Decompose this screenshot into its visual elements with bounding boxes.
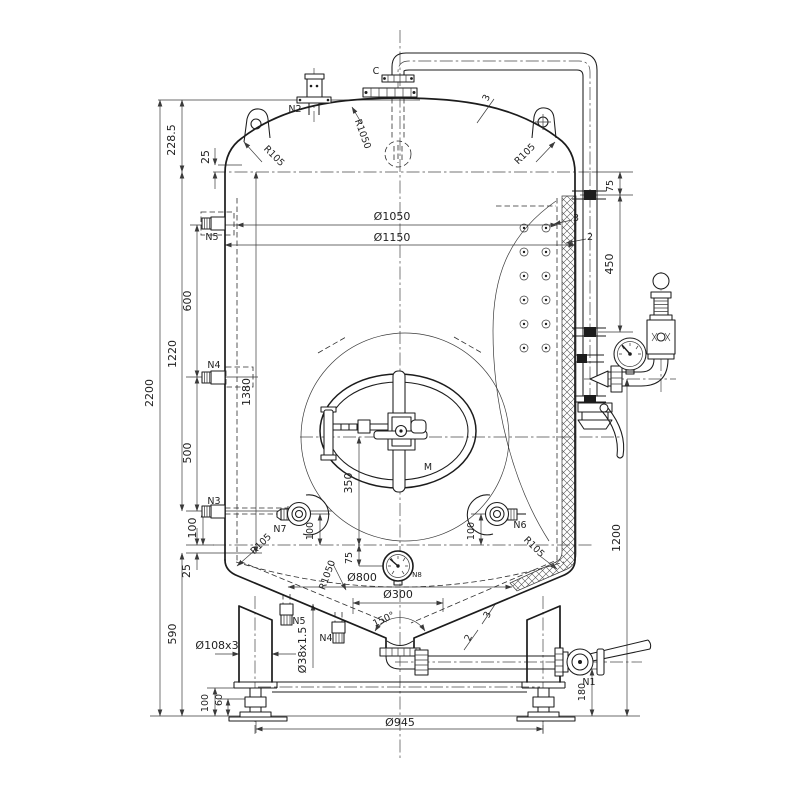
butterfly-valve-right xyxy=(574,395,625,459)
dia-108-label: Ø108x3 xyxy=(195,639,238,652)
thickness-2-jacket-label: 2 xyxy=(587,232,593,243)
nozzle-n4-shell xyxy=(201,370,226,385)
nozzle-n5-cone xyxy=(279,603,294,626)
dia-1150-label: Ø1150 xyxy=(374,231,411,244)
nozzle-n7-label: N7 xyxy=(273,524,286,535)
text-layer: 2200 228.5 25 1220 600 500 100 1380 25 5… xyxy=(143,66,623,729)
nozzle-n4-cone xyxy=(331,621,346,644)
nozzle-n4-shell-label: N4 xyxy=(207,360,220,371)
dia-800-label: Ø800 xyxy=(347,571,377,584)
tank-body xyxy=(224,97,576,653)
cip-pipe-assembly xyxy=(362,52,598,396)
nozzle-n4-cone-label: N4 xyxy=(319,633,332,644)
thickness-2-cone-label: 2 xyxy=(462,633,475,643)
dia-1050-label: Ø1050 xyxy=(374,210,411,223)
lifting-lug-right xyxy=(531,107,557,139)
dim-100-n6-label: 100 xyxy=(466,522,477,540)
gauge-n8 xyxy=(382,550,414,586)
angle-150-label: 150° xyxy=(371,610,396,630)
dim-1200-label: 1200 xyxy=(610,524,623,552)
jacket-connection-lower xyxy=(572,327,606,337)
safety-valve-body xyxy=(646,319,676,355)
dim-25-bottom-label: 25 xyxy=(180,564,193,578)
dim-180-label: 180 xyxy=(577,683,588,701)
outlet-clamp xyxy=(379,647,421,657)
dim-228-5-label: 228.5 xyxy=(165,124,178,156)
nozzle-n5-cone-label: N5 xyxy=(292,616,305,627)
radius-r1050-bottom-label: R1050 xyxy=(317,559,338,592)
safety-valve-spring xyxy=(653,297,669,316)
dim-100-n3-label: 100 xyxy=(186,518,199,539)
manway xyxy=(300,332,510,542)
sample-valve-n6 xyxy=(466,494,526,536)
outlet-piping xyxy=(272,647,556,693)
dim-25-top-label: 25 xyxy=(199,150,212,164)
thickness-3-jacket-label: 3 xyxy=(573,213,579,224)
dim-75-mid-label: 75 xyxy=(344,552,355,564)
manway-m-label: M xyxy=(424,462,432,473)
thickness-3-cone-label: 3 xyxy=(481,610,494,620)
pipe-clamp xyxy=(414,649,429,676)
safety-valve-knob xyxy=(652,272,670,290)
cooling-jacket-cutaway xyxy=(492,195,577,592)
dia-300-label: Ø300 xyxy=(383,588,413,601)
dimple-plate-spots xyxy=(519,223,551,353)
tank-cone-outline xyxy=(224,559,576,653)
dim-600-label: 600 xyxy=(181,291,194,312)
nozzle-n5-shell xyxy=(201,216,226,231)
leg-left xyxy=(228,605,288,722)
sample-valve-n7 xyxy=(276,494,330,536)
valve-n1-lever xyxy=(580,639,652,664)
nozzle-n8-label: N8 xyxy=(412,571,422,579)
radius-r1050-top-label: R1050 xyxy=(352,118,373,151)
dim-350-label: 350 xyxy=(342,473,355,494)
dim-60-foot-label: 60 xyxy=(214,694,225,706)
tank-shell-outline xyxy=(224,97,576,561)
nozzle-n6-label: N6 xyxy=(513,520,526,531)
dim-1380-label: 1380 xyxy=(240,378,253,406)
radius-r105-top-left-label: R105 xyxy=(261,144,286,169)
valve-lever xyxy=(600,407,625,459)
dim-75-right-label: 75 xyxy=(605,180,616,192)
safety-valve-assembly xyxy=(589,272,676,393)
hidden-layer xyxy=(200,98,565,624)
nozzle-n2-label: N2 xyxy=(288,104,301,115)
dim-100-n7-label: 100 xyxy=(305,522,316,540)
cip-c-label: C xyxy=(373,66,380,77)
leg-brace xyxy=(272,681,527,693)
dim-500-label: 500 xyxy=(181,443,194,464)
pressure-gauge xyxy=(613,337,647,375)
nozzle-n2 xyxy=(296,73,332,115)
dim-100-foot-label: 100 xyxy=(200,694,211,712)
dia-945-label: Ø945 xyxy=(385,716,415,729)
dim-450-label: 450 xyxy=(603,254,616,275)
manway-hinge xyxy=(320,406,388,461)
thickness-3-dome-label: 3 xyxy=(480,93,493,103)
cip-clamp-lower xyxy=(362,87,418,98)
dim-1220-label: 1220 xyxy=(166,340,179,368)
nozzle-n1-label: N1 xyxy=(582,677,595,688)
pipe-clamp-mid xyxy=(576,354,604,363)
lifting-lug-left xyxy=(243,108,271,143)
dia-38-label: Ø38x1.5 xyxy=(296,627,309,674)
nozzle-n3-label: N3 xyxy=(207,496,220,507)
branch-clamp xyxy=(610,365,623,393)
dim-590-label: 590 xyxy=(166,624,179,645)
radius-r105-bottom-right-label: R105 xyxy=(521,535,546,560)
jacket-connection-upper xyxy=(572,190,606,200)
radius-r105-top-right-label: R105 xyxy=(513,142,538,167)
cip-clamp-upper xyxy=(381,74,415,83)
nozzle-n3 xyxy=(201,504,226,519)
nozzle-n5-shell-label: N5 xyxy=(205,232,218,243)
dim-2200-label: 2200 xyxy=(143,379,156,407)
valve-n1 xyxy=(554,639,652,677)
